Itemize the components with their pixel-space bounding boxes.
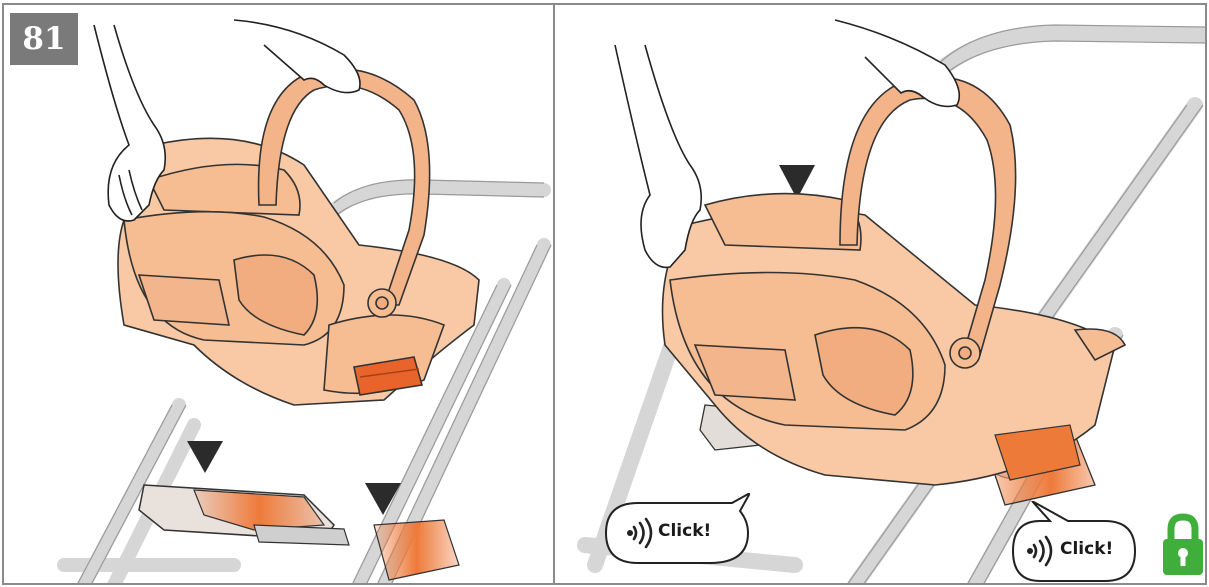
infant-car-seat (118, 69, 479, 405)
click-label: Click! (1060, 539, 1113, 559)
click-label: Click! (658, 521, 711, 541)
step-number-badge: 81 (10, 13, 78, 65)
instruction-panel-attach: Click! Click! (553, 3, 1207, 585)
instruction-panel-lift: 81 (2, 3, 555, 585)
down-arrow-icon (779, 85, 815, 199)
padlock-locked-icon (1161, 513, 1205, 577)
infant-car-seat (663, 77, 1126, 485)
illustration-left (4, 5, 555, 585)
